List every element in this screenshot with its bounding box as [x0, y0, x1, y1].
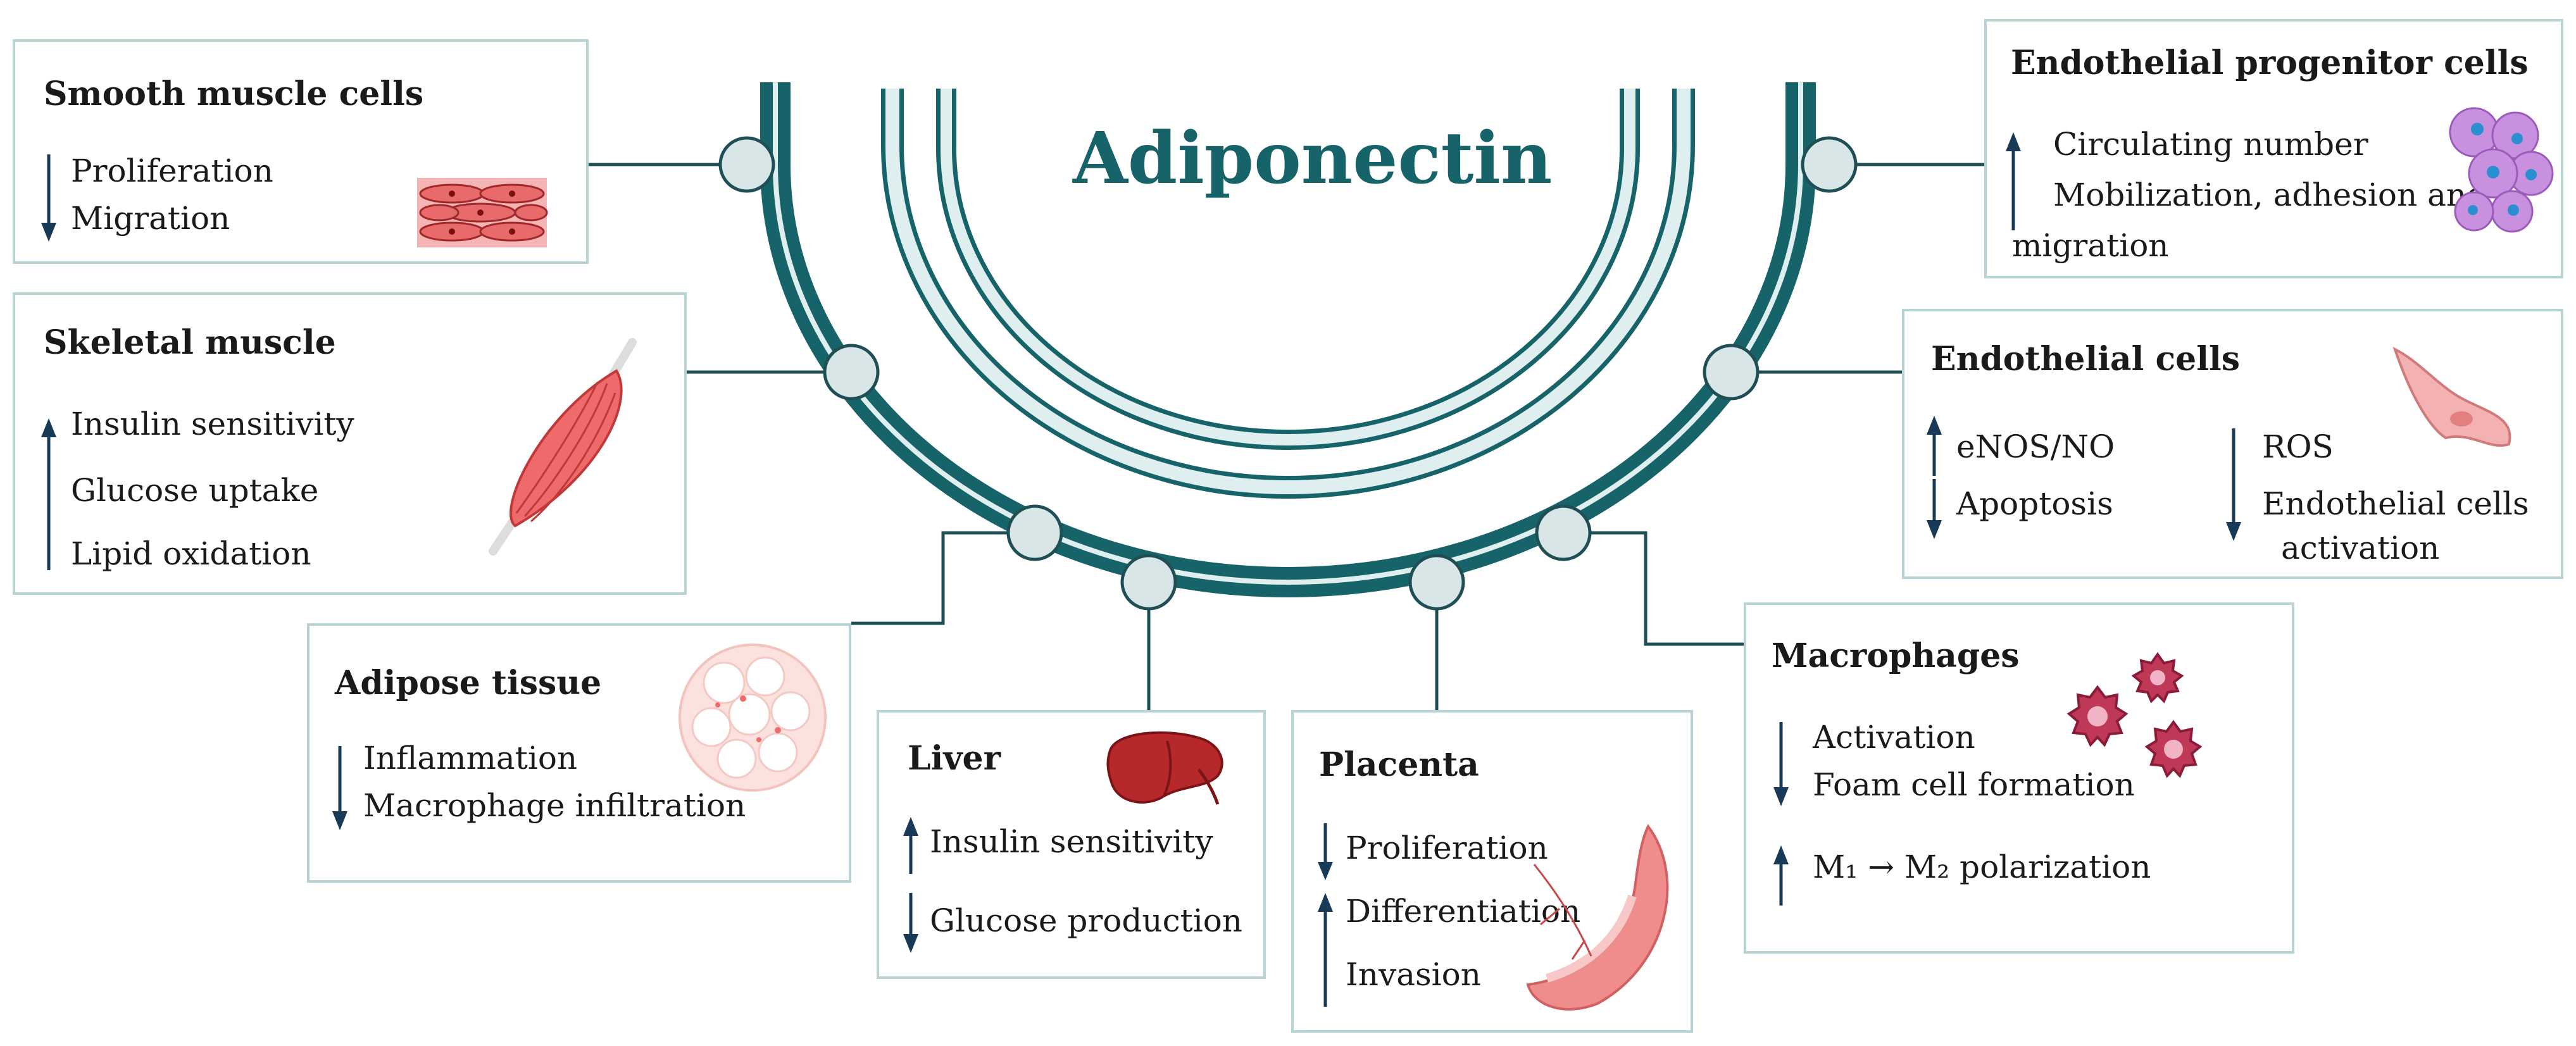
macrophages-box: Macrophages Activation Foam cell formati… — [1744, 602, 2294, 954]
endothelial-cell-icon — [2392, 347, 2511, 447]
node-endothelial — [1703, 344, 1760, 401]
progenitor-item: migration — [2012, 227, 2169, 264]
down-arrow-icon — [1316, 823, 1344, 880]
endothelial-cells-box: Endothelial cells eNOS/NO Apoptosis ROS … — [1902, 309, 2563, 579]
node-liver — [1120, 554, 1177, 611]
endothelial-item: eNOS/NO — [1956, 428, 2115, 465]
node-smooth-muscle — [718, 136, 775, 193]
progenitor-cells-box: Endothelial progenitor cells Circulating… — [1984, 19, 2563, 278]
skeletal-muscle-box: Skeletal muscle Insulin sensitivity Gluc… — [13, 292, 687, 595]
up-arrow-icon — [1772, 845, 1799, 906]
node-progenitor — [1801, 136, 1858, 193]
endothelial-item: activation — [2281, 530, 2440, 566]
liver-icon — [1106, 731, 1223, 805]
skeletal-muscle-title: Skeletal muscle — [44, 323, 336, 362]
skeletal-muscle-item: Glucose uptake — [71, 472, 319, 509]
adipose-tissue-box: Adipose tissue Inflammation Macrophage i… — [307, 623, 851, 883]
up-arrow-icon — [1925, 416, 1953, 476]
connector-macrophages — [1563, 531, 1744, 646]
down-arrow-icon — [901, 893, 929, 953]
placenta-item: Invasion — [1346, 956, 1481, 993]
placenta-box: Placenta Proliferation Differentiation I… — [1291, 710, 1693, 1033]
progenitor-cells-icon — [2449, 107, 2554, 233]
receptor-nodes — [718, 136, 1858, 611]
macrophages-title: Macrophages — [1772, 637, 2020, 675]
liver-item: Glucose production — [930, 902, 1242, 939]
progenitor-item: Circulating number — [2053, 126, 2368, 163]
endothelial-cells-title: Endothelial cells — [1931, 340, 2240, 378]
progenitor-item: Mobilization, adhesion and — [2053, 177, 2487, 213]
up-arrow-icon — [1316, 893, 1344, 1007]
endothelial-item: Apoptosis — [1956, 485, 2113, 522]
up-arrow-icon — [2004, 132, 2032, 230]
adipose-item: Macrophage infiltration — [363, 787, 746, 824]
progenitor-cells-title: Endothelial progenitor cells — [2011, 44, 2529, 82]
up-arrow-icon — [901, 817, 929, 874]
node-skeletal-muscle — [823, 344, 880, 401]
macrophages-item: Activation — [1813, 719, 1975, 756]
adipose-item: Inflammation — [363, 740, 578, 776]
middle-ring-fill — [885, 89, 1691, 494]
placenta-title: Placenta — [1319, 745, 1479, 784]
skeletal-muscle-item: Insulin sensitivity — [71, 406, 354, 442]
smooth-muscle-title: Smooth muscle cells — [44, 75, 424, 113]
connector-adipose — [851, 531, 1035, 625]
macrophages-item: Foam cell formation — [1813, 766, 2135, 803]
adipose-tissue-icon — [678, 644, 827, 792]
adipose-tissue-title: Adipose tissue — [335, 664, 602, 702]
node-adipose — [1006, 504, 1063, 561]
smooth-muscle-cell-icon — [417, 178, 548, 247]
liver-title: Liver — [908, 739, 1001, 778]
skeletal-muscle-icon — [489, 338, 637, 556]
liver-item: Insulin sensitivity — [930, 823, 1213, 860]
liver-box: Liver Insulin sensitivity Glucose produc… — [877, 710, 1266, 979]
macrophage-icon — [2066, 652, 2203, 778]
smooth-muscle-item: Migration — [71, 200, 230, 237]
node-macrophages — [1535, 504, 1592, 561]
endothelial-item: ROS — [2262, 428, 2334, 465]
placenta-icon — [1526, 824, 1669, 1011]
smooth-muscle-box: Smooth muscle cells Proliferation Migrat… — [13, 39, 589, 264]
down-arrow-icon — [330, 746, 358, 831]
placenta-item: Proliferation — [1346, 830, 1548, 866]
down-arrow-icon — [1925, 479, 1953, 539]
node-placenta — [1408, 554, 1465, 611]
macrophages-item: M₁ → M₂ polarization — [1813, 849, 2151, 885]
smooth-muscle-item: Proliferation — [71, 153, 273, 189]
down-arrow-icon — [1772, 722, 1799, 807]
down-arrow-icon — [2224, 428, 2252, 542]
diagram-title: Adiponectin — [1073, 117, 1553, 200]
up-arrow-icon — [39, 418, 67, 570]
skeletal-muscle-item: Lipid oxidation — [71, 535, 311, 572]
endothelial-item: Endothelial cells — [2262, 485, 2529, 522]
down-arrow-icon — [39, 154, 67, 243]
inner-ring-fill — [941, 89, 1635, 445]
